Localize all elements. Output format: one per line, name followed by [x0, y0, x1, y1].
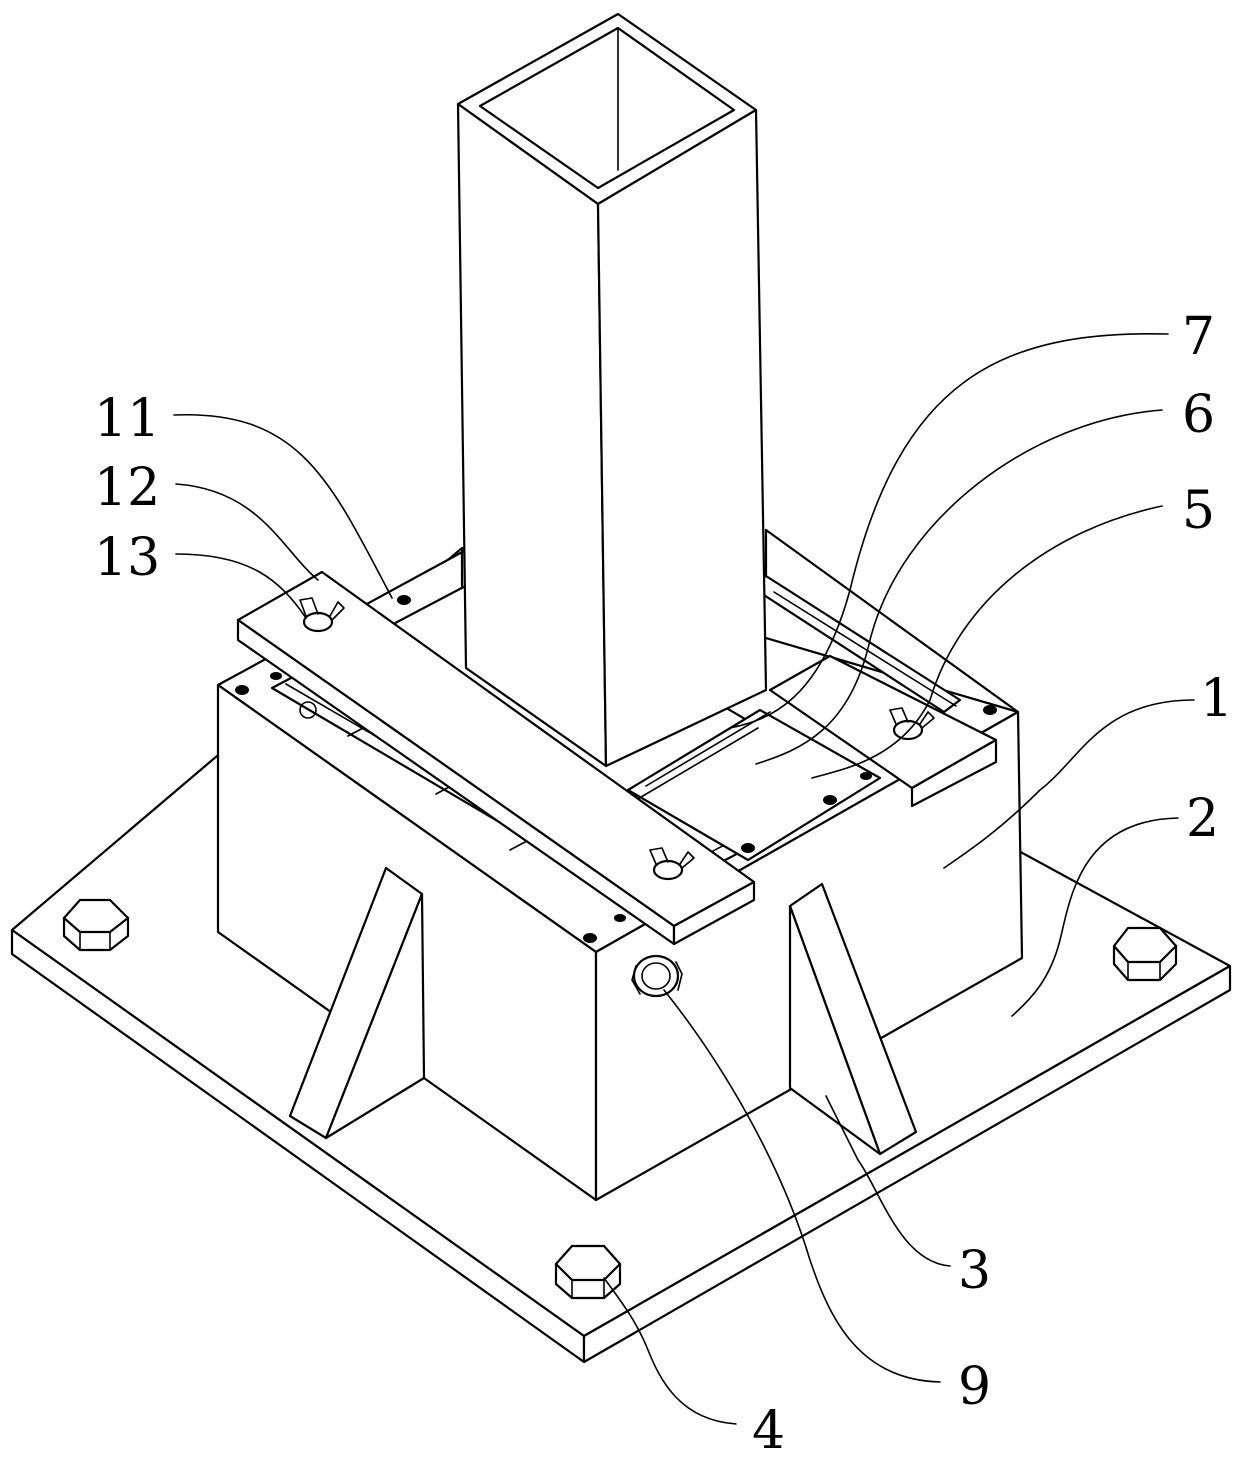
- label-3: 3: [958, 1241, 991, 1301]
- label-4: 4: [752, 1401, 785, 1457]
- label-1: 1: [1200, 669, 1233, 729]
- label-12: 12: [94, 458, 160, 518]
- hex-bolt-front: [556, 1246, 620, 1298]
- label-9: 9: [958, 1357, 991, 1417]
- label-11: 11: [94, 389, 160, 449]
- label-7: 7: [1182, 307, 1215, 367]
- hex-bolt-left: [64, 900, 128, 950]
- label-2: 2: [1186, 789, 1219, 849]
- label-6: 6: [1182, 385, 1215, 445]
- square-tube-column: [458, 14, 766, 766]
- label-5: 5: [1182, 481, 1215, 541]
- label-13: 13: [94, 528, 160, 588]
- hex-bolt-right: [1114, 928, 1176, 980]
